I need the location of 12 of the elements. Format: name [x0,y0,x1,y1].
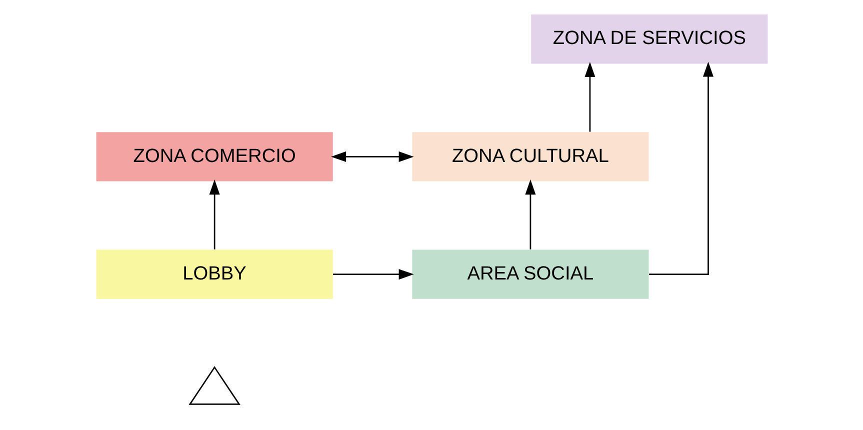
arrow [332,268,414,280]
node-box: ZONA COMERCIO [96,132,332,181]
node-box: ZONA CULTURAL [412,132,648,181]
node-triangle [188,366,240,404]
arrow [330,150,414,162]
arrow [524,179,536,249]
node-box: LOBBY [96,249,332,298]
node-box: ZONA DE SERVICIOS [530,14,768,64]
arrow [584,61,595,132]
arrow [648,61,714,274]
arrow [208,179,220,249]
node-box: AREA SOCIAL [412,249,648,298]
